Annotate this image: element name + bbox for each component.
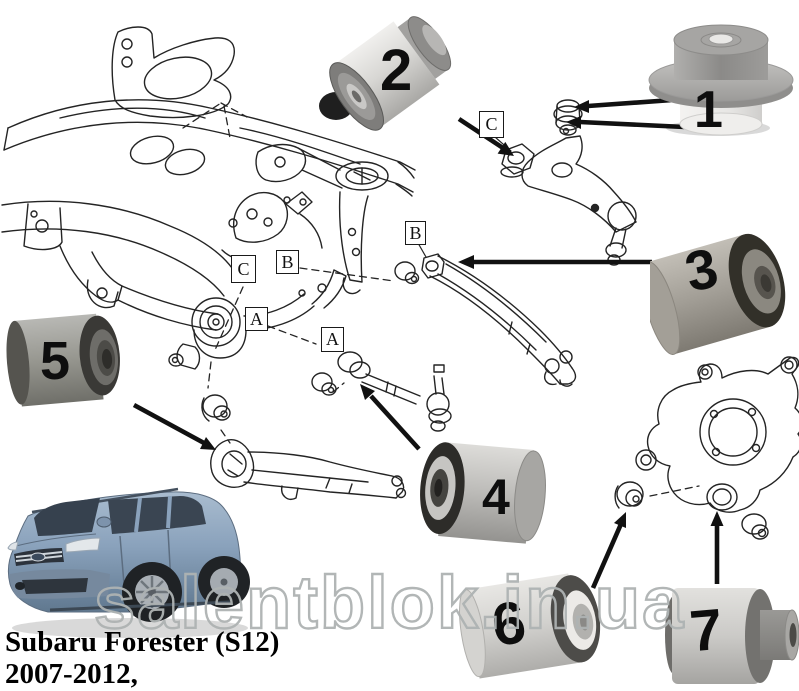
callout-upper-arm-c: C (479, 111, 504, 138)
trailing-arm-drawing (201, 394, 407, 500)
bushing-number-1: 1 (694, 81, 723, 139)
product-title-line2: 2007-2012, (5, 658, 138, 690)
product-title: Subaru Forester (S12) 2007-2012, (5, 626, 279, 690)
car-photo (7, 487, 250, 638)
callout-subframe-b: B (276, 250, 299, 274)
callout-subframe-a: A (245, 307, 268, 331)
bushing-1-image (648, 24, 794, 136)
bushing-7-image (665, 588, 799, 684)
bushing-3-image (650, 233, 786, 355)
lateral-link-drawing (394, 253, 577, 387)
bushing-4-image (420, 442, 546, 544)
knuckle-drawing (614, 356, 799, 540)
product-title-line1: Subaru Forester (S12) (5, 626, 280, 658)
subframe-drawing (1, 26, 416, 370)
dashed-leaders (182, 102, 700, 497)
bushing-2-image (319, 16, 452, 131)
bushing-photo-2: 2 (318, 0, 468, 140)
watermark-text: salentblok.in.ua (93, 560, 686, 645)
bushing-photo-5: 5 (2, 298, 144, 426)
toe-link-drawing (311, 351, 452, 432)
bushing-number-4: 4 (482, 469, 510, 525)
bushing-photo-6: 6 (456, 562, 606, 691)
callout-subframe-c: C (231, 255, 256, 283)
bushing-number-5: 5 (40, 331, 71, 391)
bushing-6-image (459, 573, 601, 679)
bushing-5-image (6, 313, 120, 407)
bushing-photo-4: 4 (412, 428, 560, 562)
callout-toe-link-a: A (321, 327, 344, 352)
bushing-photo-1: 1 (638, 6, 796, 138)
bushing-photo-7: 7 (664, 574, 799, 691)
bushing-photo-3: 3 (650, 214, 799, 364)
bushing-number-2: 2 (380, 38, 413, 103)
callout-lateral-link-b: B (405, 221, 426, 245)
